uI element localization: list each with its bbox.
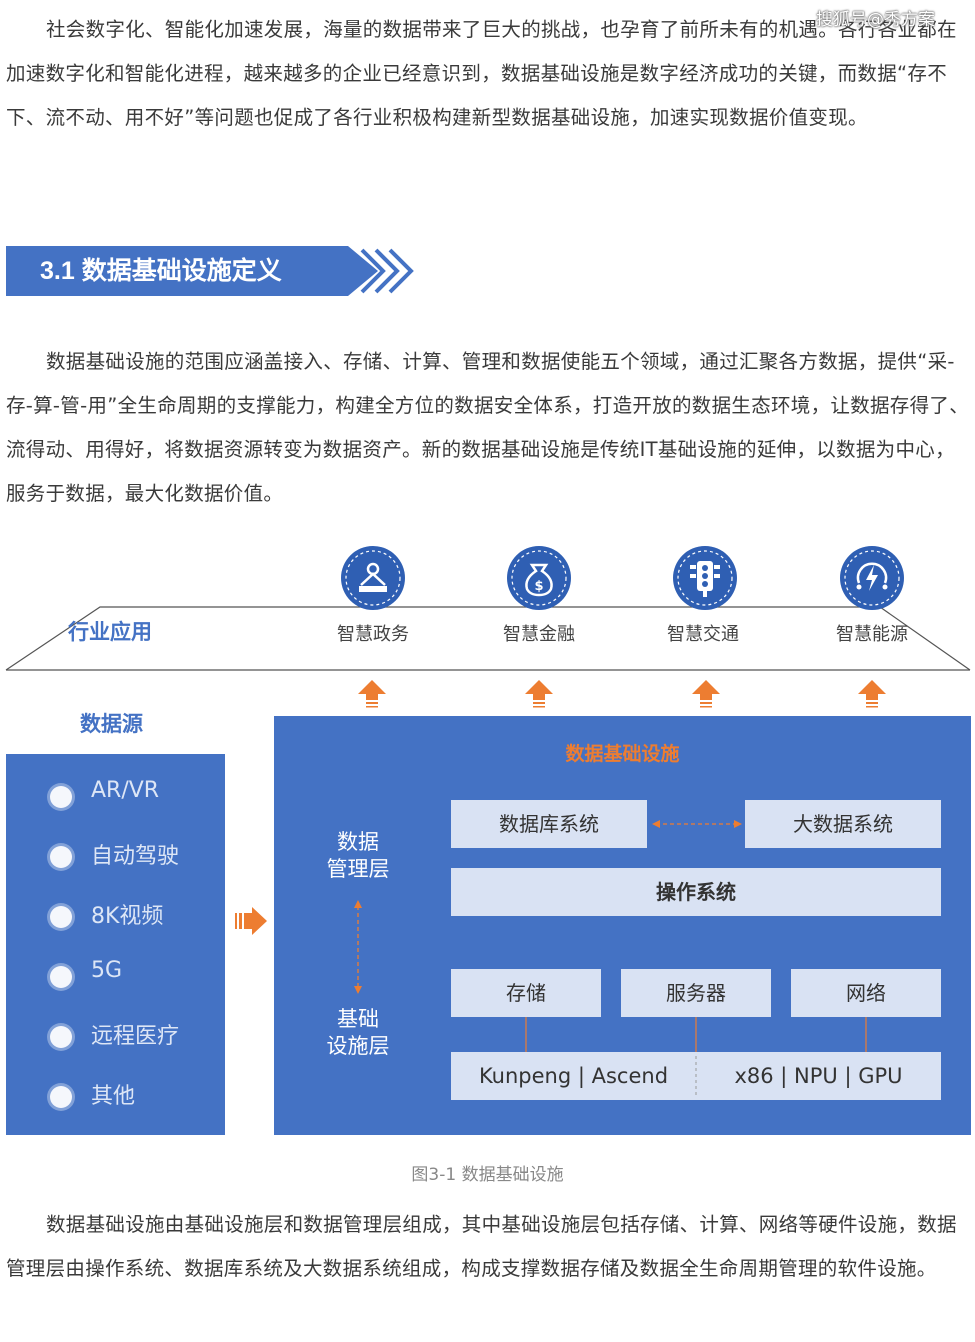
infra-title: 数据基础设施 bbox=[565, 743, 680, 765]
source-item: 其他 bbox=[6, 1074, 225, 1114]
figure-caption: 图3-1 数据基础设施 bbox=[411, 1165, 564, 1185]
section-header: 3.1 数据基础设施定义 bbox=[6, 246, 386, 296]
industry-item-traffic: 智慧交通 bbox=[667, 624, 739, 645]
svg-text:$: $ bbox=[534, 579, 543, 594]
sources-title: 数据源 bbox=[80, 712, 143, 736]
up-arrow bbox=[525, 680, 553, 708]
source-label: 其他 bbox=[91, 1084, 136, 1109]
source-label: 自动驾驶 bbox=[91, 844, 180, 869]
money-bag-icon: $ bbox=[507, 546, 571, 610]
source-item: 自动驾驶 bbox=[6, 834, 225, 874]
steering-wheel-icon bbox=[50, 846, 72, 868]
os-box: 操作系统 bbox=[451, 868, 941, 916]
grid-icon bbox=[50, 1086, 72, 1108]
intro-paragraph: 社会数字化、智能化加速发展，海量的数据带来了巨大的挑战，也孕育了前所未有的机遇。… bbox=[6, 18, 957, 129]
source-item: 远程医疗 bbox=[6, 1014, 225, 1054]
server-box: 服务器 bbox=[621, 969, 771, 1017]
industry-label: 行业应用 bbox=[68, 620, 152, 644]
base-layer-label: 基础 设施层 bbox=[326, 1007, 390, 1058]
traffic-light-icon bbox=[673, 546, 737, 610]
industry-item-government: 智慧政务 bbox=[337, 624, 409, 645]
source-label: 5G bbox=[91, 958, 123, 983]
management-layer-label: 数据 管理层 bbox=[326, 830, 390, 881]
source-item: AR/VR bbox=[6, 774, 225, 814]
chevrons-icon bbox=[360, 248, 414, 294]
industry-item-finance: 智慧金融 bbox=[503, 624, 575, 645]
database-box: 数据库系统 bbox=[451, 800, 647, 848]
bigdata-box: 大数据系统 bbox=[745, 800, 941, 848]
network-box: 网络 bbox=[791, 969, 941, 1017]
source-item: 8K视频 bbox=[6, 894, 225, 934]
up-arrow bbox=[358, 680, 386, 708]
definition-paragraph: 数据基础设施的范围应涵盖接入、存储、计算、管理和数据使能五个领域，通过汇聚各方数… bbox=[6, 350, 970, 505]
industry-trapezoid bbox=[5, 606, 971, 671]
watermark: 搜狐号@秀方案 bbox=[816, 10, 935, 30]
composition-paragraph: 数据基础设施由基础设施层和数据管理层组成，其中基础设施层包括存储、计算、网络等硬… bbox=[6, 1213, 957, 1280]
chips-box: Kunpeng | Ascend x86 | NPU | GPU bbox=[451, 1052, 941, 1100]
sources-panel: AR/VR 自动驾驶 8K视频 5G 远程医疗 其他 bbox=[6, 754, 225, 1135]
government-icon bbox=[341, 546, 405, 610]
medical-icon bbox=[50, 1026, 72, 1048]
vr-headset-icon bbox=[50, 786, 72, 808]
signal-icon bbox=[50, 966, 72, 988]
storage-box: 存储 bbox=[451, 969, 601, 1017]
chips-right-label: x86 | NPU | GPU bbox=[734, 1064, 903, 1088]
chips-left-label: Kunpeng | Ascend bbox=[478, 1064, 669, 1088]
source-label: 8K视频 bbox=[91, 904, 164, 929]
right-arrow bbox=[235, 907, 267, 935]
source-label: 远程医疗 bbox=[91, 1024, 180, 1049]
source-label: AR/VR bbox=[91, 778, 160, 803]
up-arrow bbox=[858, 680, 886, 708]
video-icon bbox=[50, 906, 72, 928]
energy-icon bbox=[840, 546, 904, 610]
source-item: 5G bbox=[6, 954, 225, 994]
section-header-bar bbox=[6, 246, 378, 296]
up-arrow bbox=[692, 680, 720, 708]
industry-item-energy: 智慧能源 bbox=[836, 624, 908, 645]
section-title: 3.1 数据基础设施定义 bbox=[40, 257, 282, 285]
